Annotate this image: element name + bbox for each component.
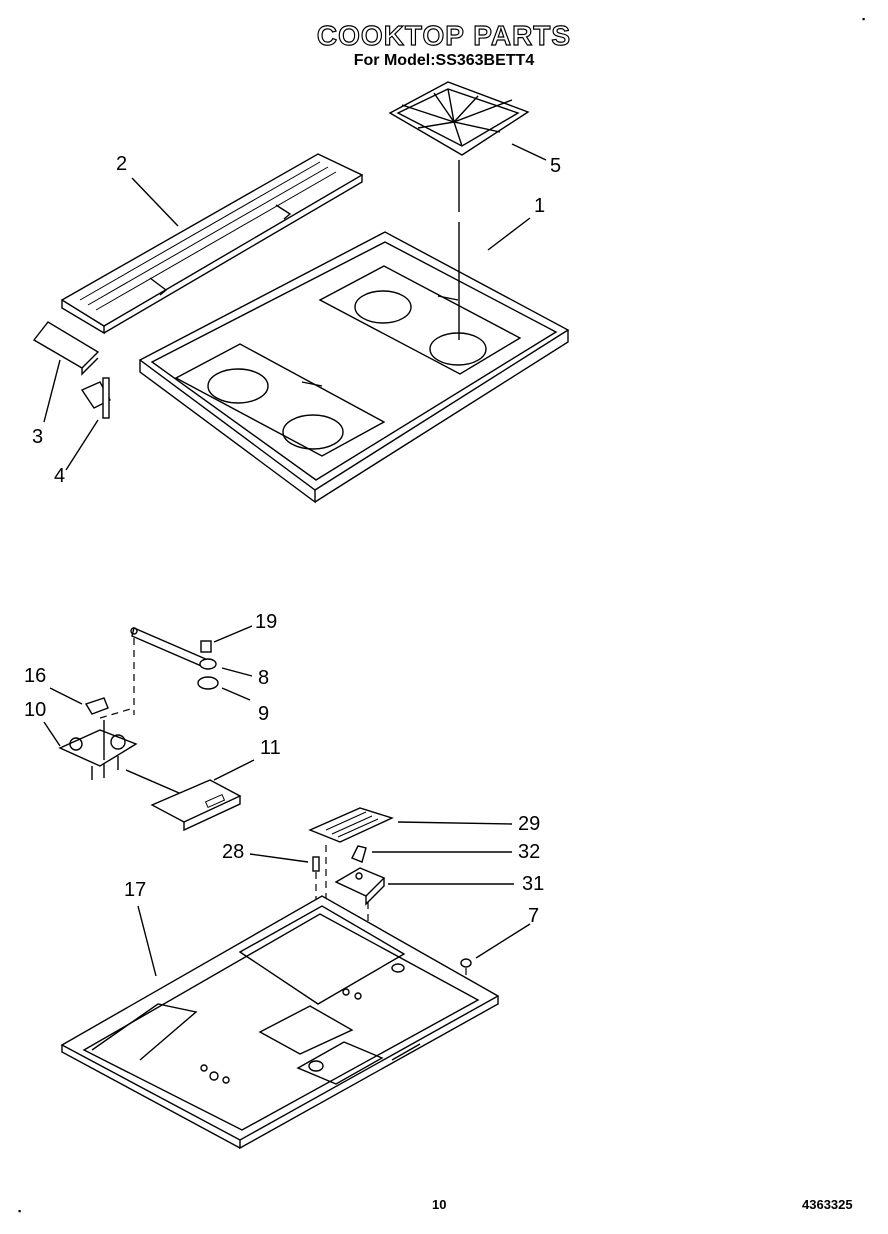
callout-3: 3 — [32, 426, 44, 448]
callout-32: 32 — [518, 841, 541, 863]
callout-5: 5 — [550, 155, 562, 177]
callout-7: 7 — [528, 905, 540, 927]
callout-11: 11 — [260, 737, 281, 759]
callout-8: 8 — [258, 667, 270, 689]
callout-16: 16 — [24, 665, 47, 687]
registration-mark-top-right: ▪ — [862, 14, 866, 24]
callout-31: 31 — [522, 873, 545, 895]
valve-assembly — [58, 627, 242, 832]
page-title: COOKTOP PARTS — [316, 19, 572, 51]
part-4-bracket — [80, 377, 111, 419]
callout-2: 2 — [116, 153, 128, 175]
callout-28: 28 — [222, 841, 245, 863]
part-17-base-pan — [60, 895, 500, 1150]
part-32-clip — [351, 845, 367, 863]
callout-19: 19 — [255, 611, 278, 633]
callout-4: 4 — [54, 465, 66, 487]
registration-mark-bottom-left: ▪ — [18, 1206, 22, 1216]
part-2-rear-trim — [60, 153, 364, 335]
callout-1: 1 — [534, 195, 546, 217]
model-subtitle: For Model:SS363BETT4 — [353, 52, 535, 69]
part-5-grate — [388, 81, 530, 212]
page-number: 10 — [432, 1197, 447, 1212]
callout-10: 10 — [24, 699, 47, 721]
part-29-vent-grille — [308, 807, 394, 843]
part-3-bracket — [32, 321, 100, 376]
callout-17: 17 — [124, 879, 147, 901]
leader-lines — [43, 143, 547, 977]
part-1-cooktop — [138, 222, 570, 504]
callout-29: 29 — [518, 813, 541, 835]
document-number: 4363325 — [802, 1197, 853, 1212]
callout-9: 9 — [258, 703, 270, 725]
